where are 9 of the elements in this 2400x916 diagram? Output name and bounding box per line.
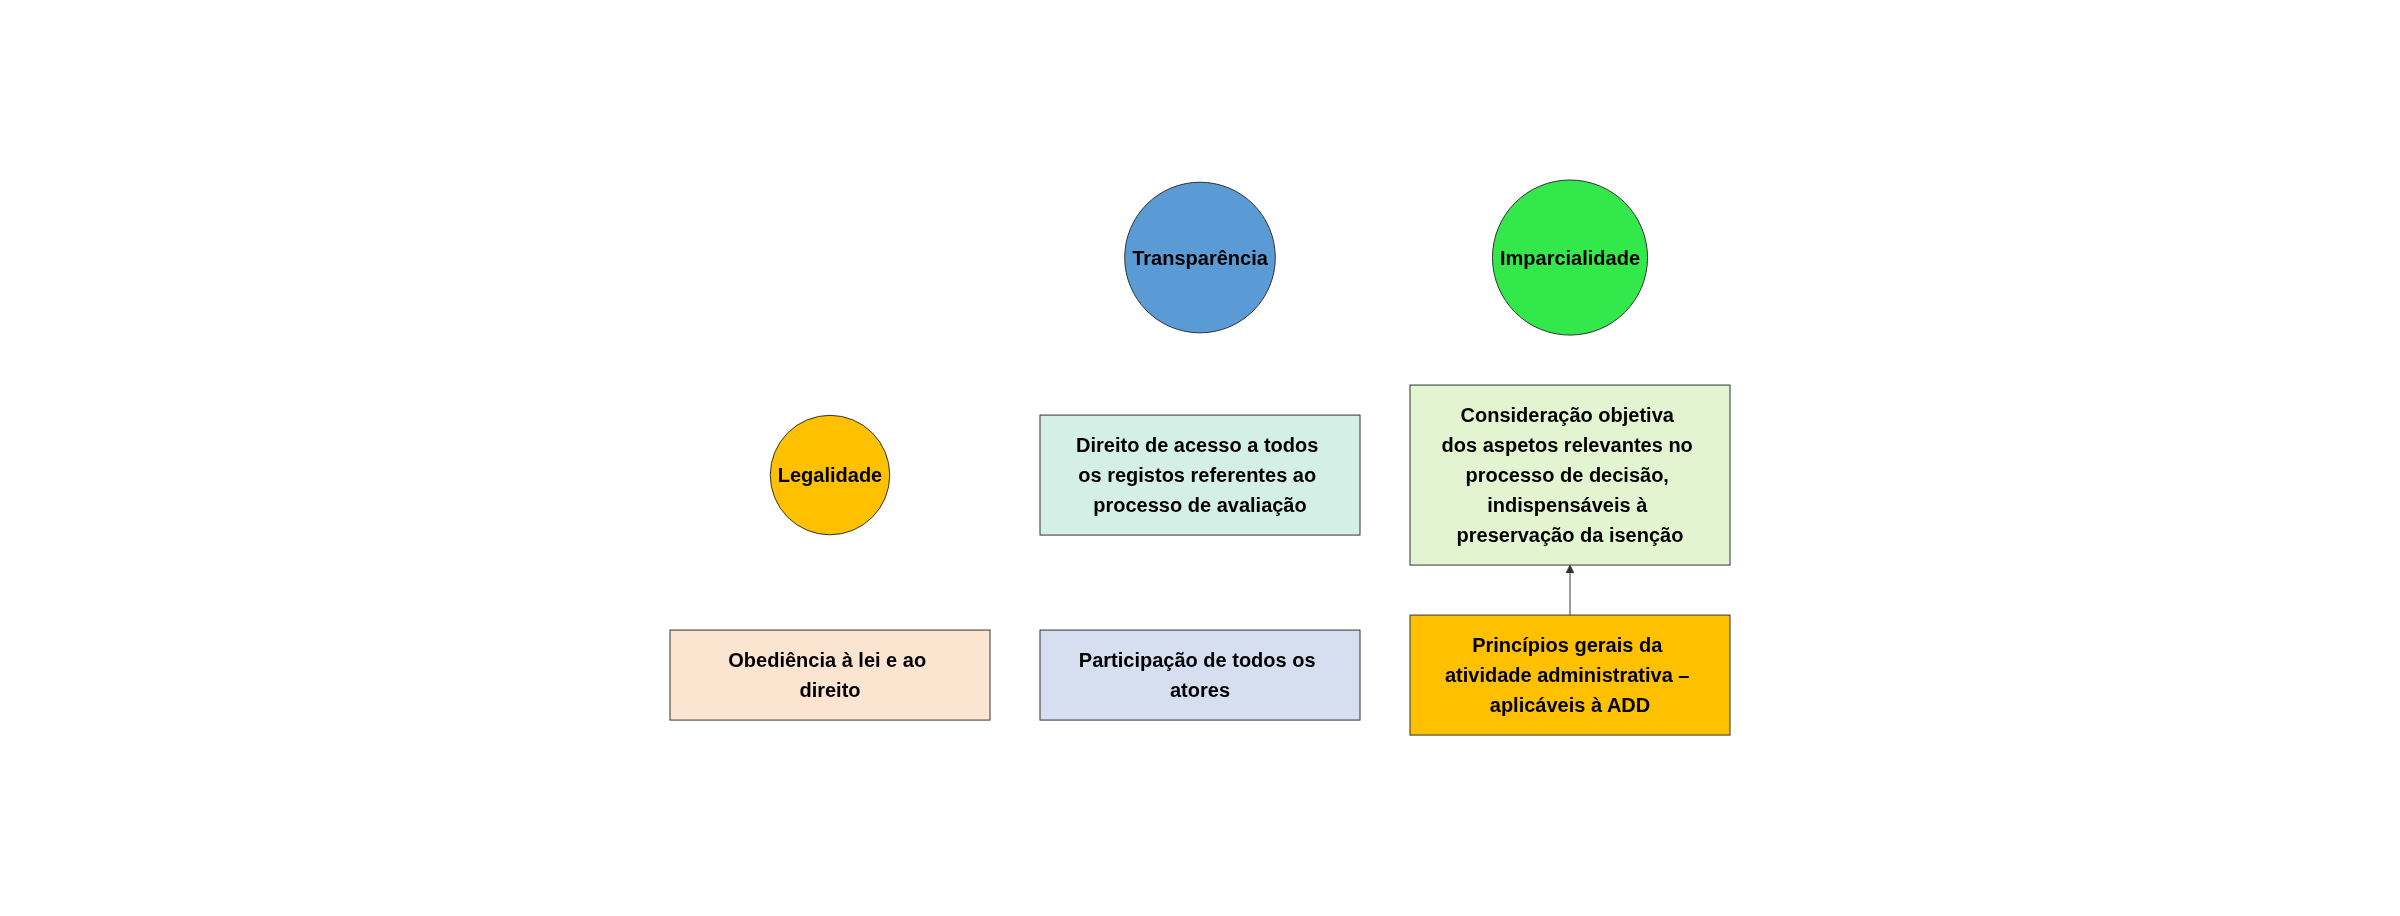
- node-box: Consideração objetiva dos aspetos relevantes no processo de decisão, indispensáveis à preservação da isenção: [1409, 385, 1731, 567]
- node-circle: Legalidade: [769, 415, 891, 536]
- node-circle: Transparência: [1124, 182, 1276, 334]
- node-box: Direito de acesso a todos os registos referentes ao processo de avaliação: [1039, 415, 1361, 537]
- node-circle: Imparcialidade: [1491, 179, 1649, 337]
- node-box: Participação de todos os atores: [1039, 630, 1361, 722]
- arrow: [1565, 565, 1575, 617]
- node-box: Obediência à lei e ao direito: [669, 630, 991, 722]
- node-box: Princípios gerais da atividade administrativa – aplicáveis à ADD: [1409, 615, 1731, 737]
